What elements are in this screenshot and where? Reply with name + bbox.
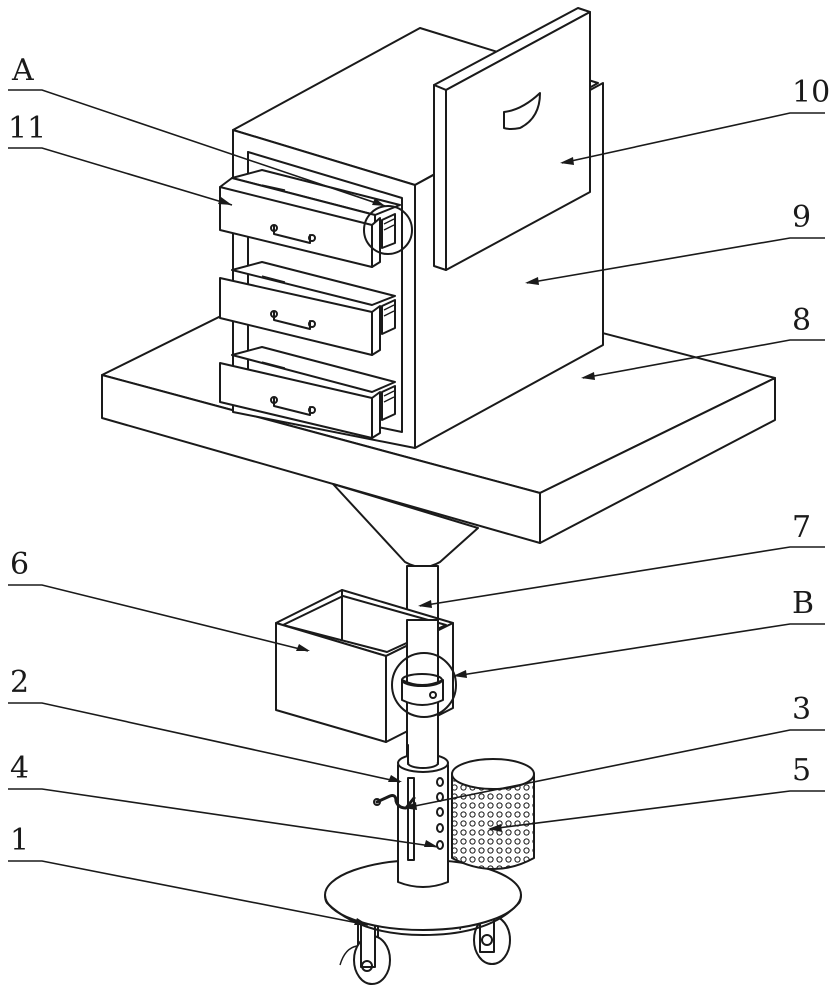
callout-labels: A 11 10 9 8 7 6 B 2 3 4 5 1 bbox=[8, 53, 830, 858]
label-1: 1 bbox=[10, 823, 29, 858]
sleeve-tube bbox=[397, 744, 449, 888]
door-handle bbox=[503, 92, 541, 130]
detail-circle-b bbox=[391, 652, 457, 718]
locking-pin bbox=[375, 794, 416, 810]
label-b: B bbox=[792, 586, 814, 621]
label-5: 5 bbox=[792, 753, 811, 788]
label-6: 6 bbox=[10, 547, 29, 582]
pole-collar bbox=[401, 673, 444, 706]
drawer-bottom bbox=[219, 346, 396, 439]
label-3: 3 bbox=[792, 692, 811, 727]
drawer-top bbox=[219, 169, 401, 268]
label-a: A bbox=[11, 53, 34, 88]
label-8: 8 bbox=[792, 303, 811, 338]
label-11: 11 bbox=[8, 111, 46, 146]
label-2: 2 bbox=[10, 665, 29, 700]
storage-box bbox=[275, 589, 454, 751]
label-4: 4 bbox=[10, 751, 29, 786]
cabinet-door bbox=[433, 7, 591, 271]
base-with-casters bbox=[324, 859, 522, 985]
leader-lines bbox=[8, 89, 825, 926]
drawer-middle bbox=[219, 261, 396, 356]
label-10: 10 bbox=[792, 75, 830, 110]
label-9: 9 bbox=[792, 200, 811, 235]
perforated-basket bbox=[451, 758, 535, 870]
label-7: 7 bbox=[792, 510, 811, 545]
detail-circle-a bbox=[363, 205, 413, 255]
